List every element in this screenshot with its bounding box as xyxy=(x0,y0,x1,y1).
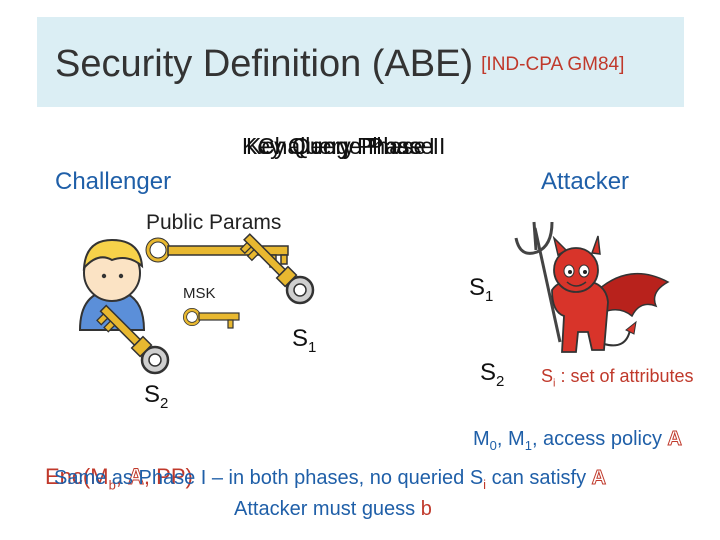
slide-title: Security Definition (ABE) [IND-CPA GM84] xyxy=(55,43,624,86)
s1-attacker-label: S1 xyxy=(469,274,493,305)
s2-key-sub: 2 xyxy=(160,394,169,412)
same-as-text: Same as Phase I – in both phases, no que… xyxy=(54,467,484,489)
challenger-label: Challenger xyxy=(55,168,172,195)
s2-key-letter: S xyxy=(144,381,161,408)
enc-suffix: , xyxy=(115,464,129,489)
encryption-line: Enc(Mb, A, PP) xyxy=(45,464,193,493)
phase-label-challenge: Challenge Phase xyxy=(258,133,434,159)
guess-text: Attacker must guess xyxy=(234,498,421,520)
s1-key-sub: 1 xyxy=(308,338,317,356)
s2-key-label: S2 xyxy=(144,381,168,412)
s2-key-icon xyxy=(96,304,170,375)
s1-key-label: S1 xyxy=(292,325,316,356)
enc-policy-symbol: A xyxy=(128,464,145,490)
phase-label-query-2: Key Query Phase II xyxy=(246,133,446,159)
msk-key-icon xyxy=(183,308,240,329)
policy-text: , access policy xyxy=(531,428,668,450)
enc-sub: b xyxy=(108,477,116,493)
phase-two-constraint-line: Same as Phase I – in both phases, no que… xyxy=(54,467,607,493)
m1-letter: M xyxy=(508,428,525,450)
attribute-set-note: Si : set of attributes xyxy=(541,366,694,390)
phase-labels: Key Query Phase I Challenge Phase Key Qu… xyxy=(232,133,492,169)
overlapping-lines: Enc(Mb, A, PP) Same as Phase I – in both… xyxy=(45,464,685,494)
same-policy-symbol: A xyxy=(591,467,607,490)
public-params-label: Public Params xyxy=(146,211,282,234)
challenger-avatar-icon xyxy=(78,238,146,331)
m1-sub: 1 xyxy=(524,438,532,453)
s1-attacker-letter: S xyxy=(469,274,486,301)
m-separator: , xyxy=(496,428,509,450)
access-policy-symbol: A xyxy=(667,428,682,451)
m0-letter: M xyxy=(473,428,490,450)
guess-bit: b xyxy=(420,498,432,520)
m0-sub: 0 xyxy=(489,438,497,453)
s1-attacker-sub: 1 xyxy=(485,287,494,305)
msk-label: MSK xyxy=(183,285,216,302)
attacker-label: Attacker xyxy=(541,168,630,195)
attr-note-sub: i xyxy=(553,377,556,390)
slide-title-main: Security Definition (ABE) xyxy=(55,43,474,85)
attacker-devil-icon xyxy=(514,221,670,353)
s2-attacker-sub: 2 xyxy=(496,372,505,390)
attr-note-text: : set of attributes xyxy=(555,366,694,386)
same-sub: i xyxy=(483,477,487,492)
s1-key-icon xyxy=(239,233,315,305)
s1-key-letter: S xyxy=(292,325,309,352)
s2-attacker-label: S2 xyxy=(480,359,504,390)
guess-line: Attacker must guess b xyxy=(234,498,432,521)
title-banner xyxy=(37,17,684,107)
slide-title-tag: [IND-CPA GM84] xyxy=(481,54,625,75)
enc-prefix: Enc(M xyxy=(45,464,109,489)
phase-label-query-1: Key Query Phase I xyxy=(242,133,436,159)
s2-attacker-letter: S xyxy=(480,359,497,386)
same-end-text: can satisfy xyxy=(486,467,592,489)
enc-end: , PP) xyxy=(143,464,193,489)
challenge-messages: M0, M1, access policy A xyxy=(473,428,683,454)
attr-note-letter: S xyxy=(541,366,554,386)
